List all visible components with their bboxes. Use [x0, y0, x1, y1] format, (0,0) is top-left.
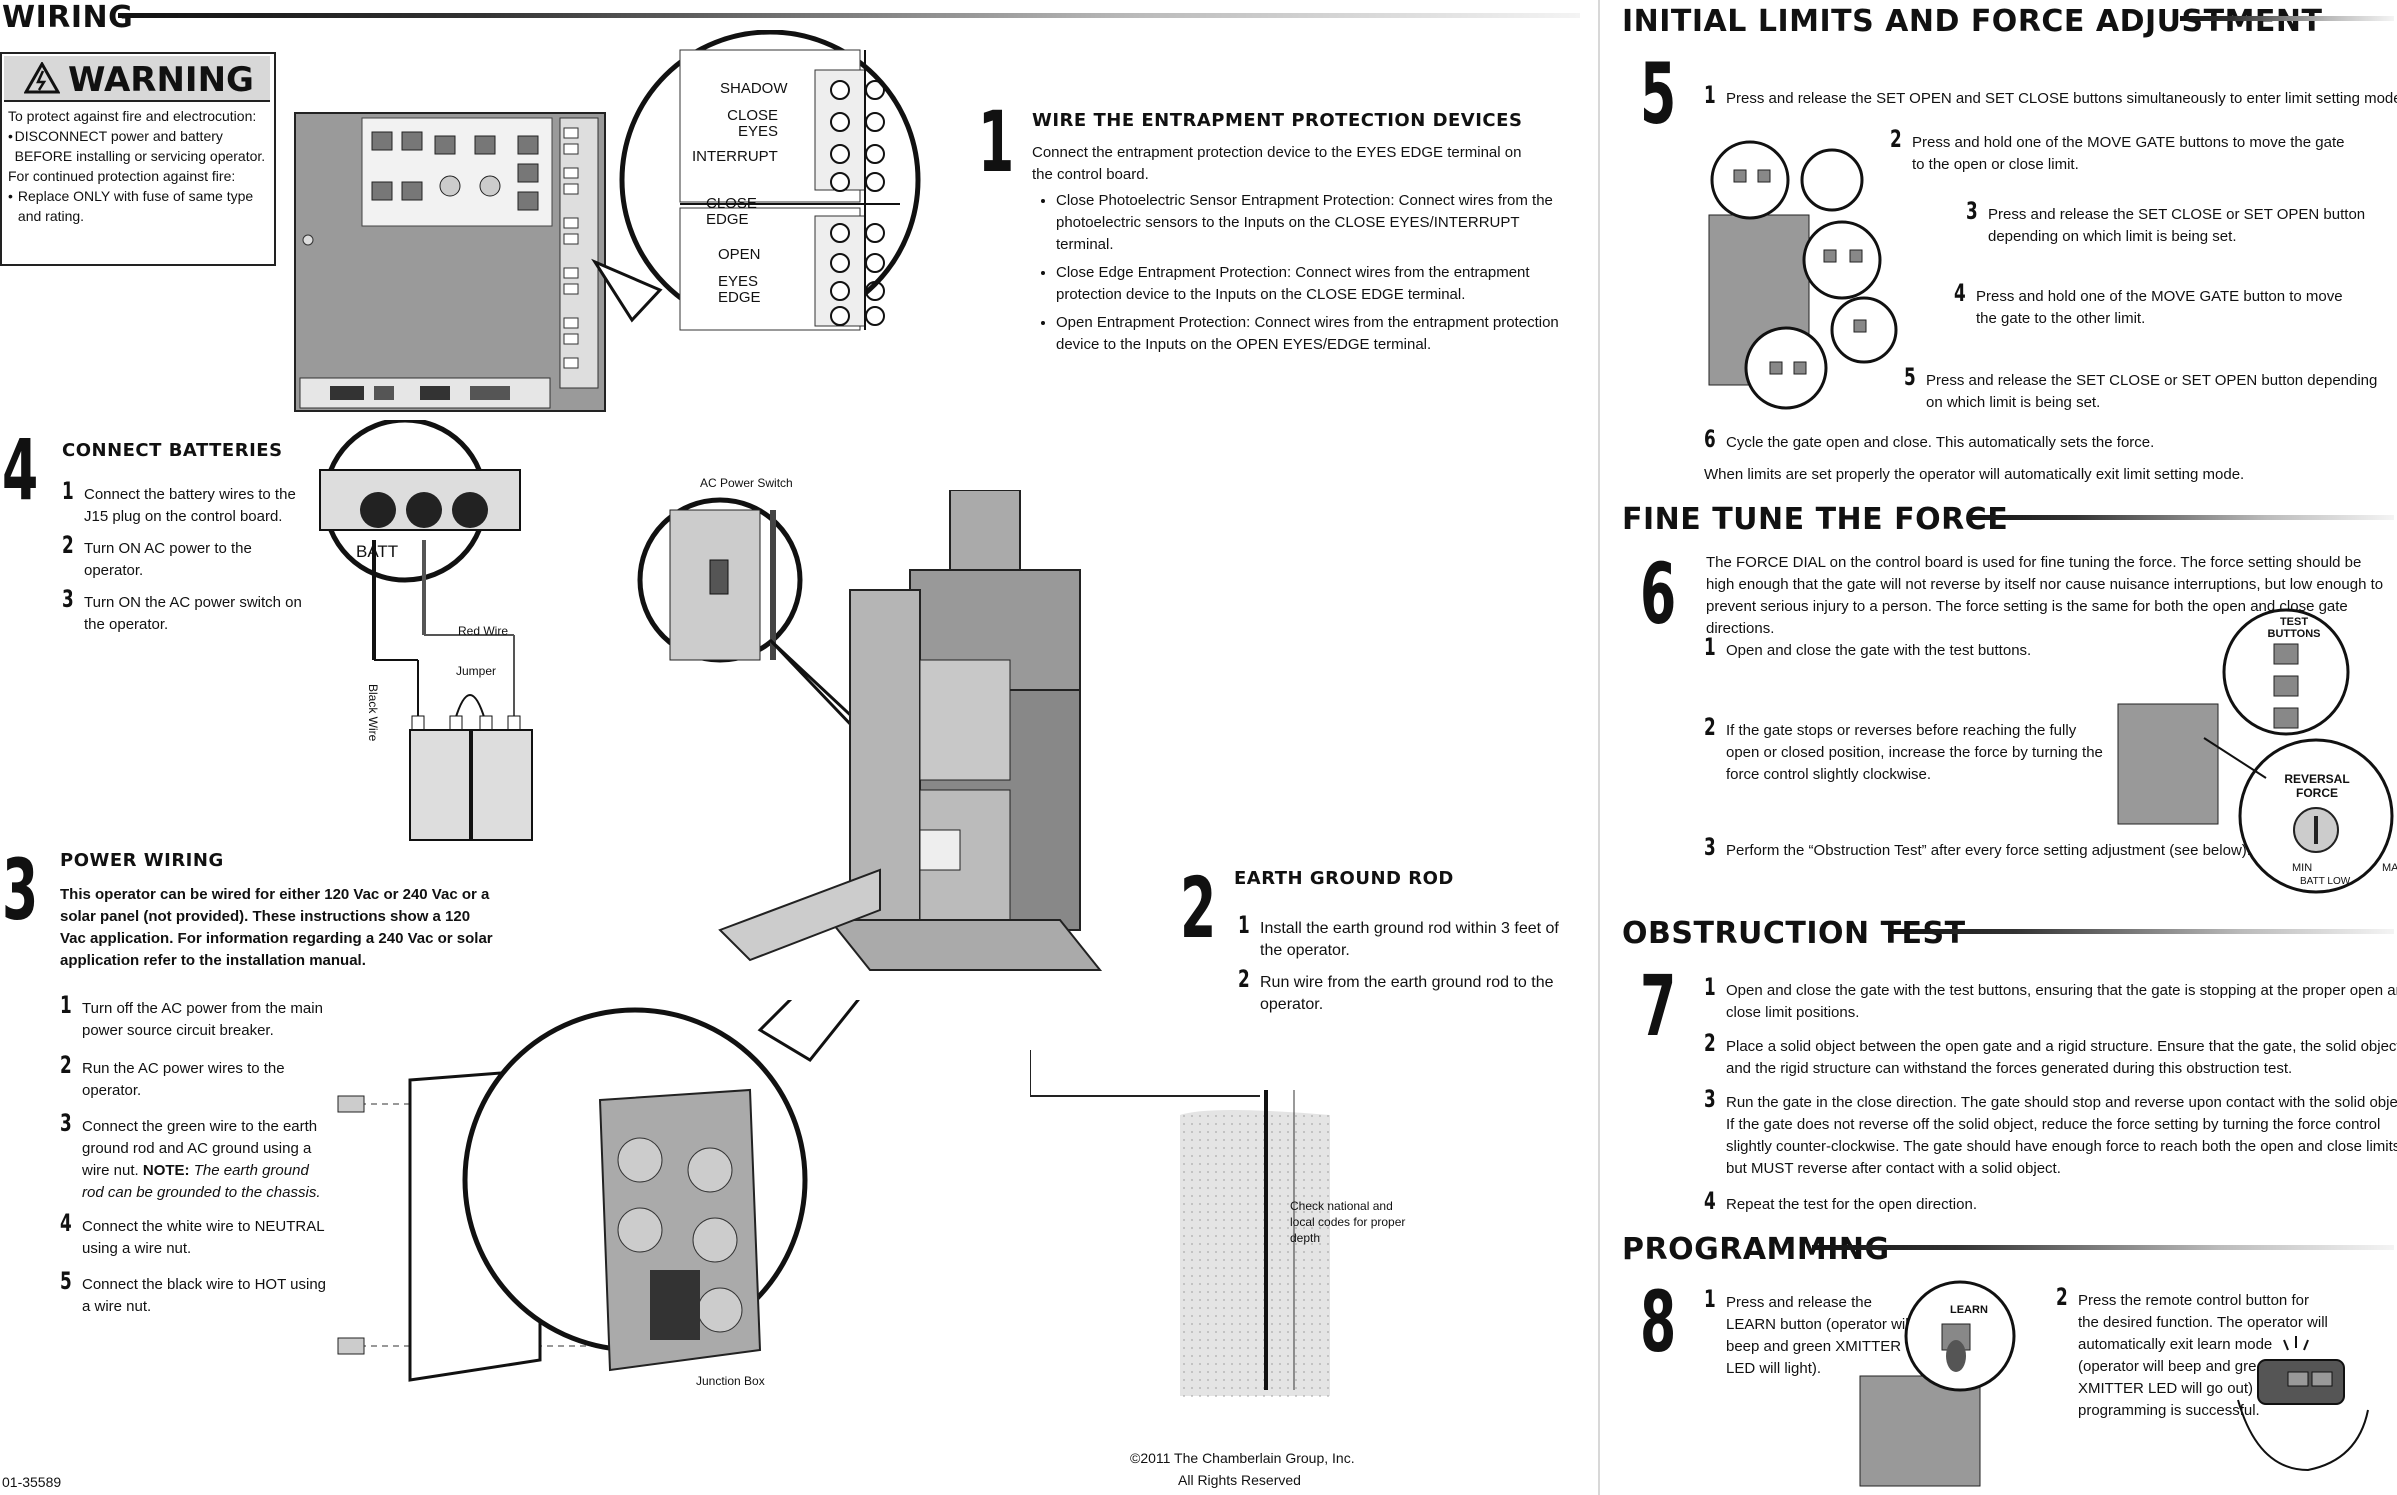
label-ac-power-switch: AC Power Switch: [700, 476, 793, 490]
fine-tune-title: FINE TUNE THE FORCE: [1622, 502, 2009, 537]
obstruction-title-rule: [1890, 929, 2394, 934]
step-number-5: 5: [1640, 45, 1677, 143]
label-close-edge: CLOSE EDGE: [706, 195, 757, 228]
section-1-intro: Connect the entrapment protection device…: [1032, 144, 1522, 183]
step-number-3: 3: [2, 841, 39, 939]
page-divider: [1598, 0, 1600, 1495]
battery-illustration: [319, 420, 533, 841]
wiring-title: WIRING: [2, 0, 134, 35]
section-1-title: WIRE THE ENTRAPMENT PROTECTION DEVICES: [1032, 110, 1523, 131]
junction-box-illustration: [337, 1000, 860, 1382]
label-open: OPEN: [718, 246, 761, 263]
wiring-title-rule: [118, 13, 1580, 18]
programming-title-rule: [1812, 1245, 2394, 1250]
fine-tune-intro: The FORCE DIAL on the control board is u…: [1706, 554, 2384, 637]
limits-title: INITIAL LIMITS AND FORCE ADJUSTMENT: [1622, 4, 2323, 39]
section-3-title: POWER WIRING: [60, 850, 224, 871]
fine-tune-title-rule: [1968, 515, 2394, 520]
ground-rod-illustration: [1030, 1050, 1330, 1400]
limits-board-illustration: [1708, 140, 1898, 410]
label-batt-low: BATT LOW: [2300, 876, 2351, 887]
label-shadow: SHADOW: [720, 80, 788, 97]
copyright: ©2011 The Chamberlain Group, Inc.: [1130, 1450, 1355, 1466]
section-1-bullet-2: Close Edge Entrapment Protection: Connec…: [1056, 262, 1562, 306]
rights-reserved: All Rights Reserved: [1178, 1472, 1301, 1488]
step-number-7: 7: [1640, 957, 1677, 1055]
limits-note: When limits are set properly the operato…: [1704, 466, 2245, 483]
label-check-codes: Check national and local codes for prope…: [1290, 1199, 1406, 1245]
label-eyes-edge: EYES EDGE: [718, 273, 761, 306]
warning-text: To protect against fire and electrocutio…: [8, 106, 270, 226]
label-learn: LEARN: [1950, 1304, 1988, 1316]
label-close-eyes: CLOSE EYES: [727, 107, 778, 140]
warning-triangle-icon: [24, 62, 60, 94]
step-number-8: 8: [1640, 1273, 1677, 1371]
label-jumper: Jumper: [456, 664, 497, 678]
warning-continued: For continued protection against fire:: [8, 168, 236, 184]
label-junction-box: Junction Box: [696, 1374, 765, 1388]
warning-box: WARNING To protect against fire and elec…: [0, 52, 276, 266]
learn-board-illustration: [1859, 1280, 2016, 1487]
terminal-zoom-callout: [591, 30, 921, 331]
section-1-bullet-3: Open Entrapment Protection: Connect wire…: [1056, 312, 1562, 356]
section-2-title: EARTH GROUND ROD: [1234, 868, 1454, 889]
section-4-title: CONNECT BATTERIES: [62, 440, 283, 461]
step-number-6: 6: [1640, 545, 1677, 643]
section-3-intro: This operator can be wired for either 12…: [60, 886, 493, 969]
document-code: 01-35589: [2, 1474, 62, 1490]
label-interrupt: INTERRUPT: [692, 148, 778, 165]
label-reversal-force: REVERSAL FORCE: [2284, 772, 2350, 800]
label-min: MIN: [2292, 862, 2313, 874]
label-max: MAX: [2382, 862, 2397, 874]
label-test-buttons: TEST BUTTONS: [2267, 616, 2321, 640]
warning-bullet-1: •DISCONNECT power and battery BEFORE ins…: [8, 128, 266, 164]
force-dial-illustration: [2117, 608, 2394, 894]
control-board-illustration: [294, 112, 606, 412]
warning-intro: To protect against fire and electrocutio…: [8, 108, 257, 124]
label-black-wire: Black Wire: [366, 684, 380, 742]
section-1-bullet-1: Close Photoelectric Sensor Entrapment Pr…: [1056, 190, 1562, 256]
label-batt: BATT: [356, 542, 399, 561]
warning-bullet-2: •Replace ONLY with fuse of same type and…: [8, 188, 254, 224]
section-1-bullets: Close Photoelectric Sensor Entrapment Pr…: [1032, 190, 1562, 362]
limits-title-rule: [2180, 16, 2394, 21]
step-number-4: 4: [2, 421, 39, 519]
label-red-wire: Red Wire: [458, 624, 509, 638]
warning-label: WARNING: [68, 60, 254, 100]
warning-header: WARNING: [4, 56, 270, 102]
operator-illustration: [637, 490, 1103, 971]
step-number-1: 1: [978, 93, 1015, 191]
remote-control-illustration: [2237, 1336, 2369, 1472]
step-number-2: 2: [1180, 859, 1217, 957]
